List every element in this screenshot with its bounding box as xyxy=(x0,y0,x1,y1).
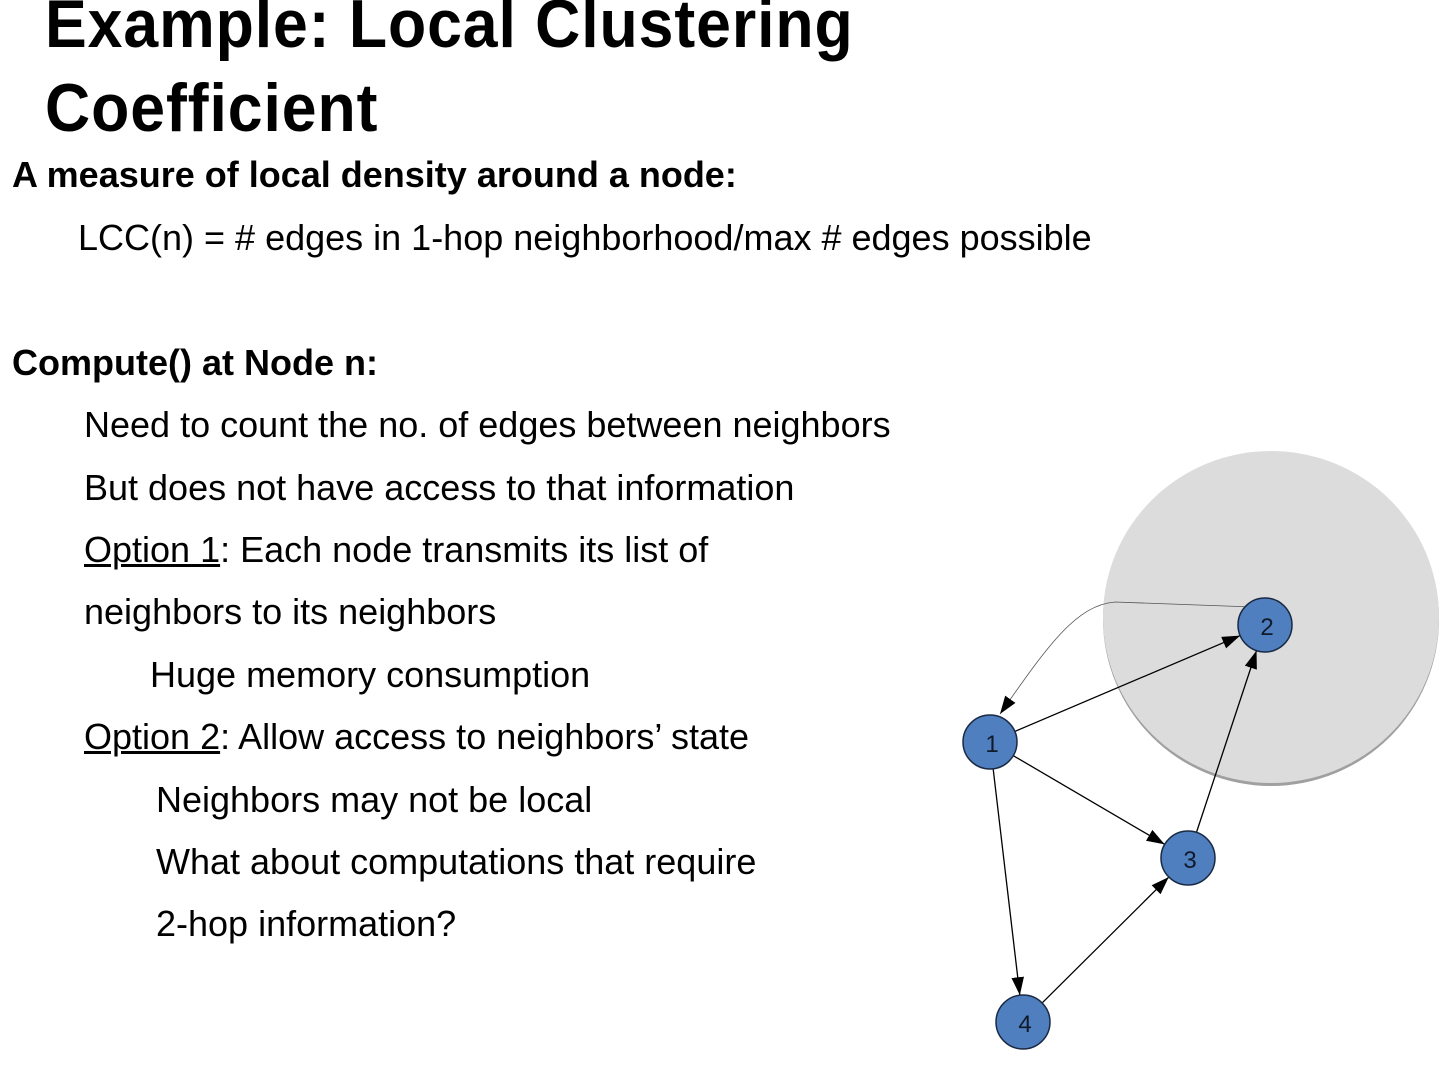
edge-4-3 xyxy=(1041,876,1170,1004)
node-circle xyxy=(995,994,1051,1050)
option-1-text: : Each node transmits its list of xyxy=(220,529,709,570)
bullet-option-2: Option 2: Allow access to neighbors’ sta… xyxy=(84,717,749,757)
graph-node-1: 1 xyxy=(962,714,1018,770)
edge-2-1 xyxy=(999,601,1254,715)
graph-node-4: 4 xyxy=(995,994,1051,1050)
option-2-sub-3: 2-hop information? xyxy=(156,903,457,944)
node-circle xyxy=(1237,597,1293,653)
node-label: 2 xyxy=(1260,614,1273,641)
option-1-label: Option 1 xyxy=(84,529,221,570)
edge-1-4 xyxy=(992,768,1024,996)
option-1-sub: Huge memory consumption xyxy=(150,654,591,695)
formula-text: LCC(n) = # edges in 1-hop neighborhood/m… xyxy=(78,217,1092,258)
option-2-sub-2: What about computations that require xyxy=(156,841,757,882)
graph-node-2: 2 xyxy=(1237,597,1293,653)
slide-title: Example: Local Clustering Coefficient xyxy=(45,0,854,150)
option-1-continuation: neighbors to its neighbors xyxy=(84,591,497,632)
node-circle xyxy=(1160,830,1216,886)
title-line-2: Coefficient xyxy=(45,70,379,146)
option-2-text: : Allow access to neighbors’ state xyxy=(220,716,750,757)
bullet-option-1: Option 1: Each node transmits its list o… xyxy=(84,530,708,570)
heading-measure: A measure of local density around a node… xyxy=(12,154,737,195)
heading-compute: Compute() at Node n: xyxy=(12,342,378,383)
node-label: 3 xyxy=(1183,847,1196,874)
edge-1-2 xyxy=(1014,634,1241,733)
option-2-sub-1: Neighbors may not be local xyxy=(156,779,593,820)
edge-3-2 xyxy=(1195,650,1258,833)
node-label: 4 xyxy=(1018,1011,1031,1038)
bullet-no-access: But does not have access to that informa… xyxy=(84,467,795,508)
node-label: 1 xyxy=(985,731,998,758)
option-2-label: Option 2 xyxy=(84,716,221,757)
graph-node-3: 3 xyxy=(1160,830,1216,886)
edge-1-3 xyxy=(1012,755,1166,845)
node-circle xyxy=(962,714,1018,770)
bullet-count-edges: Need to count the no. of edges between n… xyxy=(84,404,891,445)
title-line-1: Example: Local Clustering xyxy=(45,0,854,62)
